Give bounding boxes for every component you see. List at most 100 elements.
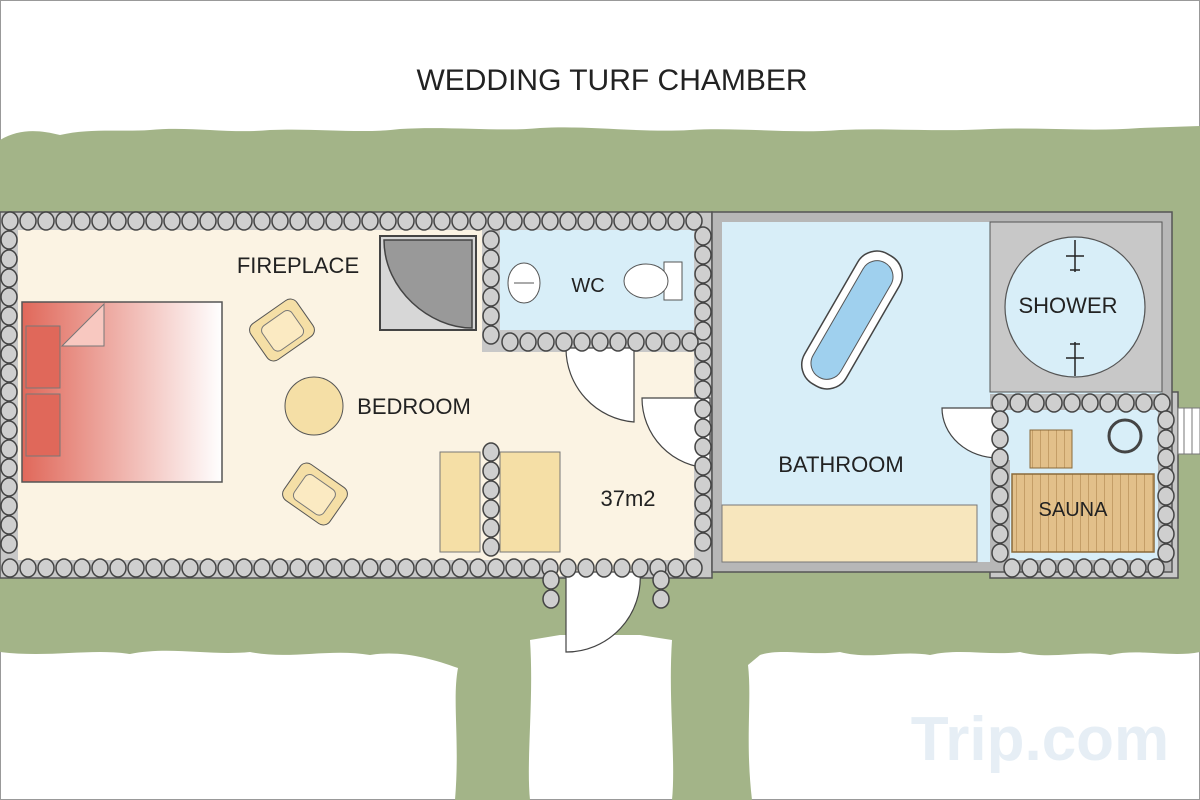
wall-stone xyxy=(685,211,703,231)
label-shower: SHOWER xyxy=(1019,293,1118,318)
wall-stone xyxy=(482,480,500,500)
desk xyxy=(499,451,561,553)
right-entry-door xyxy=(1177,407,1200,455)
wall-stone xyxy=(681,332,699,352)
wall-stone xyxy=(73,211,91,231)
wall-stone xyxy=(1063,393,1081,413)
wall-stone xyxy=(235,558,253,578)
bed-pillow xyxy=(25,325,61,389)
wall-stone xyxy=(542,570,560,590)
wall-stone xyxy=(199,558,217,578)
sauna-step xyxy=(1029,429,1073,469)
wall-stone xyxy=(482,442,500,462)
wall-stone xyxy=(145,558,163,578)
wall-stone xyxy=(667,558,685,578)
wall-stone xyxy=(505,558,523,578)
wall-stone xyxy=(0,477,18,497)
label-sauna: SAUNA xyxy=(1039,499,1109,521)
wall-stone xyxy=(253,558,271,578)
wall-stone xyxy=(559,211,577,231)
wall-stone xyxy=(482,249,500,269)
wall-stone xyxy=(397,558,415,578)
wall-stone xyxy=(1157,486,1175,506)
wall-stone xyxy=(397,211,415,231)
wall-stone xyxy=(91,211,109,231)
wall-stone xyxy=(0,306,18,326)
wall-stone xyxy=(1021,558,1039,578)
wall-stone xyxy=(1057,558,1075,578)
wall-stone xyxy=(694,513,712,533)
wall-stone xyxy=(991,505,1009,525)
wall-stone xyxy=(1,211,19,231)
wall-stone xyxy=(181,211,199,231)
wall-stone xyxy=(523,211,541,231)
wall-stone xyxy=(694,380,712,400)
wall-stone xyxy=(591,332,609,352)
bed-pillow xyxy=(25,393,61,457)
wall-stone xyxy=(652,570,670,590)
label-bathroom: BATHROOM xyxy=(778,452,903,477)
wall-stone xyxy=(451,211,469,231)
wall-stone xyxy=(1157,543,1175,563)
wall-stone xyxy=(573,332,591,352)
wall-stone xyxy=(0,458,18,478)
wall-stone xyxy=(631,558,649,578)
wall-stone xyxy=(289,558,307,578)
wall-stone xyxy=(1009,393,1027,413)
wall-stone xyxy=(482,499,500,519)
wall-stone xyxy=(163,211,181,231)
bed-blanket-fold xyxy=(60,302,105,347)
label-wc: WC xyxy=(571,275,604,297)
wall-stone xyxy=(1129,558,1147,578)
wall-stone xyxy=(991,524,1009,544)
wall-stone xyxy=(217,558,235,578)
wall-stone xyxy=(613,558,631,578)
wall-stone xyxy=(415,211,433,231)
wall-stone xyxy=(1147,558,1165,578)
wall-stone xyxy=(631,211,649,231)
wall-stone xyxy=(541,211,559,231)
wall-stone xyxy=(0,325,18,345)
watermark: Trip.com xyxy=(911,705,1169,774)
wall-stone xyxy=(694,361,712,381)
wall-stone xyxy=(559,558,577,578)
wall-stone xyxy=(482,306,500,326)
wall-stone xyxy=(663,332,681,352)
wall-stone xyxy=(519,332,537,352)
wall-stone xyxy=(991,543,1009,563)
wall-stone xyxy=(991,486,1009,506)
wall-stone xyxy=(1081,393,1099,413)
wall-stone xyxy=(0,382,18,402)
wall-stone xyxy=(694,399,712,419)
wall-stone xyxy=(685,558,703,578)
wall-stone xyxy=(91,558,109,578)
wall-stone xyxy=(1045,393,1063,413)
shower-head-icon xyxy=(1066,342,1084,376)
shower-area xyxy=(1004,236,1146,378)
wall-stone xyxy=(694,418,712,438)
wall-stone xyxy=(694,475,712,495)
wall-stone xyxy=(55,558,73,578)
wall-stone xyxy=(109,211,127,231)
wall-stone xyxy=(361,558,379,578)
wall-stone xyxy=(542,589,560,609)
wall-stone xyxy=(991,410,1009,430)
wall-stone xyxy=(1075,558,1093,578)
wall-stone xyxy=(379,558,397,578)
wall-stone xyxy=(613,211,631,231)
wall-stone xyxy=(307,211,325,231)
wall-stone xyxy=(1,558,19,578)
wall-stone xyxy=(482,287,500,307)
shower-head-icon xyxy=(1066,240,1084,272)
desk xyxy=(439,451,481,553)
wall-stone xyxy=(1157,467,1175,487)
wall-stone xyxy=(505,211,523,231)
wall-stone xyxy=(127,211,145,231)
wall-stone xyxy=(1003,558,1021,578)
wall-stone xyxy=(19,558,37,578)
wall-stone xyxy=(667,211,685,231)
bathtub xyxy=(801,250,903,390)
wall-stone xyxy=(501,332,519,352)
armchair-icon xyxy=(249,298,315,362)
wall-stone xyxy=(163,558,181,578)
